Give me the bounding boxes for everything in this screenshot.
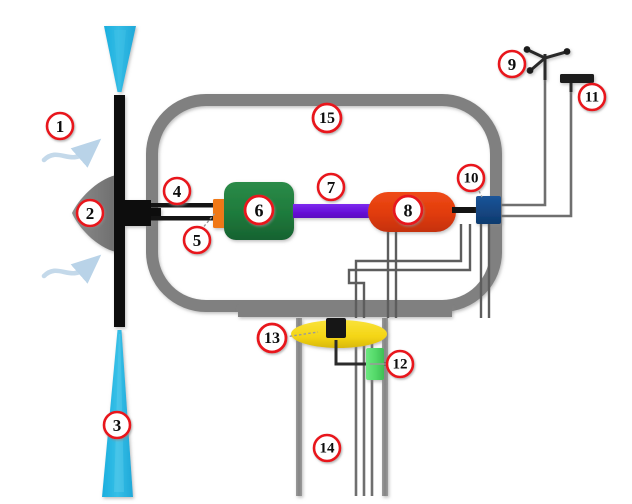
generator-power-cables <box>347 224 491 318</box>
callout-1-label: 1 <box>56 117 65 136</box>
wind-arrow-bottom <box>41 254 102 284</box>
callout-10-label: 10 <box>464 171 479 187</box>
high-speed-shaft <box>293 204 371 218</box>
main-bearing <box>213 199 226 228</box>
anemometer-cup <box>523 46 531 53</box>
leader-13 <box>284 331 319 338</box>
callout-6-label: 6 <box>255 201 264 221</box>
callout-14[interactable]: 14 <box>312 433 342 463</box>
callout-2-label: 2 <box>86 204 95 223</box>
callout-15-label: 15 <box>319 110 335 127</box>
callout-10[interactable]: 10 <box>456 163 486 193</box>
sensor-wiring <box>501 76 573 218</box>
wind-arrow-top <box>41 138 102 168</box>
main-shaft <box>151 203 217 221</box>
controller-unit <box>476 196 501 224</box>
callout-badges: 1 2 3 4 5 6 <box>45 49 607 463</box>
yaw-motor <box>326 318 346 338</box>
wind-vane <box>560 74 594 92</box>
callout-3[interactable]: 3 <box>102 410 132 440</box>
nacelle-floor-beam <box>238 306 452 317</box>
callout-8[interactable]: 8 <box>392 194 424 226</box>
callout-8-label: 8 <box>404 201 413 221</box>
leader-5 <box>200 211 217 231</box>
callout-7-label: 7 <box>327 178 336 197</box>
callout-13-label: 13 <box>264 330 280 347</box>
generator-output-link <box>452 207 480 213</box>
anemometer-cup <box>563 48 571 55</box>
callout-5[interactable]: 5 <box>182 225 212 255</box>
callout-11-label: 11 <box>585 90 599 106</box>
callout-4-label: 4 <box>173 182 182 201</box>
callout-1[interactable]: 1 <box>45 111 75 141</box>
tower <box>296 318 388 496</box>
anemometer-cup <box>526 67 534 74</box>
callout-12[interactable]: 12 <box>385 349 415 379</box>
rotor-blade-upper <box>104 26 136 92</box>
yaw-drive-ring <box>291 318 387 348</box>
anemometer <box>523 46 571 80</box>
callout-9-label: 9 <box>508 55 517 74</box>
callout-9[interactable]: 9 <box>497 49 527 79</box>
callout-14-label: 14 <box>320 441 336 457</box>
callout-3-label: 3 <box>113 416 122 435</box>
callout-15[interactable]: 15 <box>311 102 343 134</box>
rotor-hub-bar <box>114 95 161 327</box>
callout-12-label: 12 <box>393 357 408 373</box>
callout-7[interactable]: 7 <box>316 172 346 202</box>
callout-2[interactable]: 2 <box>75 198 105 228</box>
callout-13[interactable]: 13 <box>256 322 288 354</box>
callout-5-label: 5 <box>193 231 202 250</box>
callout-4[interactable]: 4 <box>162 176 192 206</box>
callout-6[interactable]: 6 <box>243 194 275 226</box>
callout-11[interactable]: 11 <box>577 82 607 112</box>
